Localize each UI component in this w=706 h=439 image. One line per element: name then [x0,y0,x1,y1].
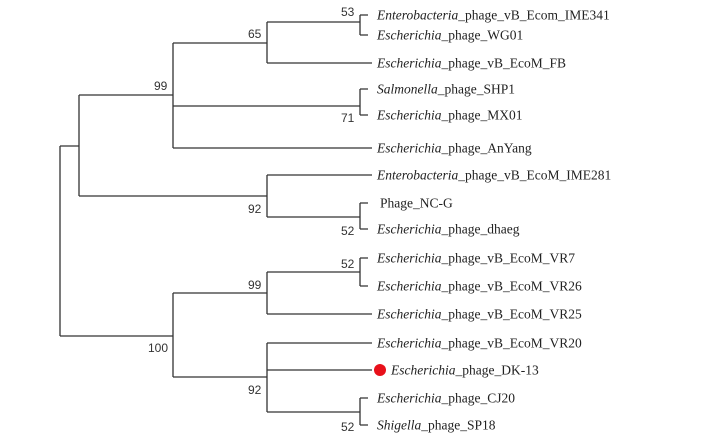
branch-upper [78,94,267,197]
bootstrap-label: 52 [341,224,355,238]
taxon-name-rest: Phage_NC-G [380,196,453,211]
bootstrap-label: 53 [341,5,355,19]
taxon-name-rest: _phage_vB_EcoM_VR25 [440,307,581,322]
genus-name: Escherichia [376,222,442,237]
taxon-label: Escherichia_phage_WG01 [376,28,523,43]
taxon-name-rest: _phage_vB_EcoM_VR7 [440,251,575,266]
genus-name: Escherichia [376,279,442,294]
taxon-label: Phage_NC-G [380,196,453,211]
genus-name: Escherichia [376,108,442,123]
genus-name: Escherichia [376,307,442,322]
genus-name: Shigella [377,418,421,433]
taxon-label: Shigella_phage_SP18 [377,418,496,433]
genus-name: Salmonella [377,82,438,97]
bootstrap-label: 52 [341,257,355,271]
genus-name: Escherichia [376,56,442,71]
highlight-marker-dot [374,364,386,376]
branch-node99a [172,42,372,149]
taxon-label: Escherichia_phage_vB_EcoM_VR20 [376,336,582,351]
taxon-label: Escherichia_phage_CJ20 [376,391,515,406]
taxon-label: Escherichia_phage_dhaeg [376,222,520,237]
taxon-label: Escherichia_phage_MX01 [376,108,522,123]
taxon-name-rest: _phage_SHP1 [437,82,515,97]
taxon-label: Enterobacteria_phage_vB_Ecom_IME341 [376,8,610,23]
genus-name: Escherichia [376,141,442,156]
taxon-label: Escherichia_phage_vB_EcoM_VR7 [376,251,575,266]
bootstrap-values: 53 65 99 71 92 52 52 99 100 92 52 [148,5,355,434]
branch-node65 [266,21,372,64]
bootstrap-label: 65 [248,27,262,41]
bootstrap-label: 52 [341,420,355,434]
taxon-name-rest: _phage_dhaeg [440,222,519,237]
bootstrap-label: 92 [248,383,262,397]
taxon-name-rest: _phage_vB_Ecom_IME341 [457,8,609,23]
taxon-name-rest: _phage_AnYang [440,141,531,156]
taxon-name-rest: _phage_vB_EcoM_IME281 [457,168,611,183]
branch-node92b [266,342,372,413]
genus-name: Escherichia [376,251,442,266]
branch-node99b [266,271,372,315]
genus-name: Enterobacteria [376,168,458,183]
taxon-name-rest: _phage_vB_EcoM_FB [440,56,566,71]
bootstrap-label: 99 [248,278,262,292]
taxon-label: Escherichia_phage_vB_EcoM_VR25 [376,307,582,322]
branch-node92a [266,174,372,218]
branch-root [59,145,173,337]
taxon-label: Escherichia_phage_vB_EcoM_FB [376,56,566,71]
genus-name: Escherichia [376,391,442,406]
taxon-name-rest: _phage_CJ20 [440,391,515,406]
genus-name: Escherichia [376,336,442,351]
taxon-name-rest: _phage_MX01 [440,108,522,123]
taxon-label: Enterobacteria_phage_vB_EcoM_IME281 [376,168,611,183]
taxon-name-rest: _phage_SP18 [420,418,496,433]
branch-node53 [359,14,368,36]
taxon-name-rest: _phage_WG01 [440,28,523,43]
branch-node52c [359,397,368,426]
taxon-label: Escherichia_phage_AnYang [376,141,532,156]
branch-node52a [359,202,368,230]
branch-node71 [359,88,368,116]
taxon-label: Escherichia_phage_DK-13 [390,363,539,378]
taxon-label: Salmonella_phage_SHP1 [377,82,515,97]
genus-name: Escherichia [376,28,442,43]
bootstrap-label: 99 [154,79,168,93]
taxon-label: Escherichia_phage_vB_EcoM_VR26 [376,279,582,294]
branch-node100 [172,292,267,378]
branches [59,14,372,426]
taxon-name-rest: _phage_DK-13 [454,363,538,378]
taxon-name-rest: _phage_vB_EcoM_VR20 [440,336,581,351]
genus-name: Escherichia [390,363,456,378]
genus-name: Enterobacteria [376,8,458,23]
taxon-name-rest: _phage_vB_EcoM_VR26 [440,279,581,294]
bootstrap-label: 92 [248,202,262,216]
bootstrap-label: 71 [341,111,355,125]
branch-node52b [359,257,368,287]
bootstrap-label: 100 [148,341,168,355]
taxon-labels: Enterobacteria_phage_vB_Ecom_IME341Esche… [376,8,611,433]
